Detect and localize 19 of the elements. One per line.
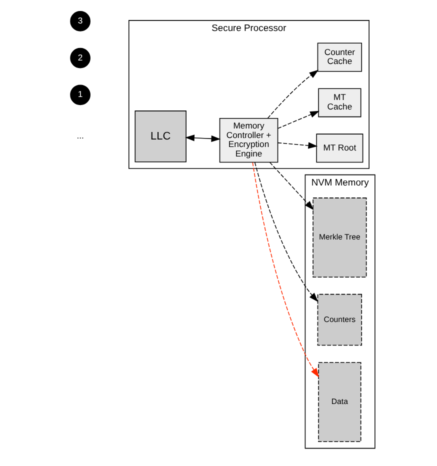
label: ...: [76, 130, 84, 141]
node-box: LLC: [134, 110, 186, 162]
node-box: Counters: [316, 294, 362, 346]
node-circle: 2: [70, 48, 90, 68]
arrow: [266, 70, 318, 119]
node-box: Data: [318, 362, 361, 442]
arrow: [252, 162, 319, 378]
arrow: [276, 110, 320, 129]
arrow: [254, 162, 318, 302]
node-circle: 3: [70, 11, 90, 32]
node-box: MT Cache: [318, 88, 361, 118]
node-circle: 1: [70, 84, 90, 106]
arrow: [276, 142, 318, 149]
node-box: Counter Cache: [316, 42, 362, 72]
arrow: [184, 134, 220, 142]
node-box: Memory Controller + Encryption Engine: [218, 118, 278, 163]
node-box: Merkle Tree: [312, 198, 366, 278]
arrow: [268, 162, 314, 210]
node-box: MT Root: [316, 134, 363, 163]
